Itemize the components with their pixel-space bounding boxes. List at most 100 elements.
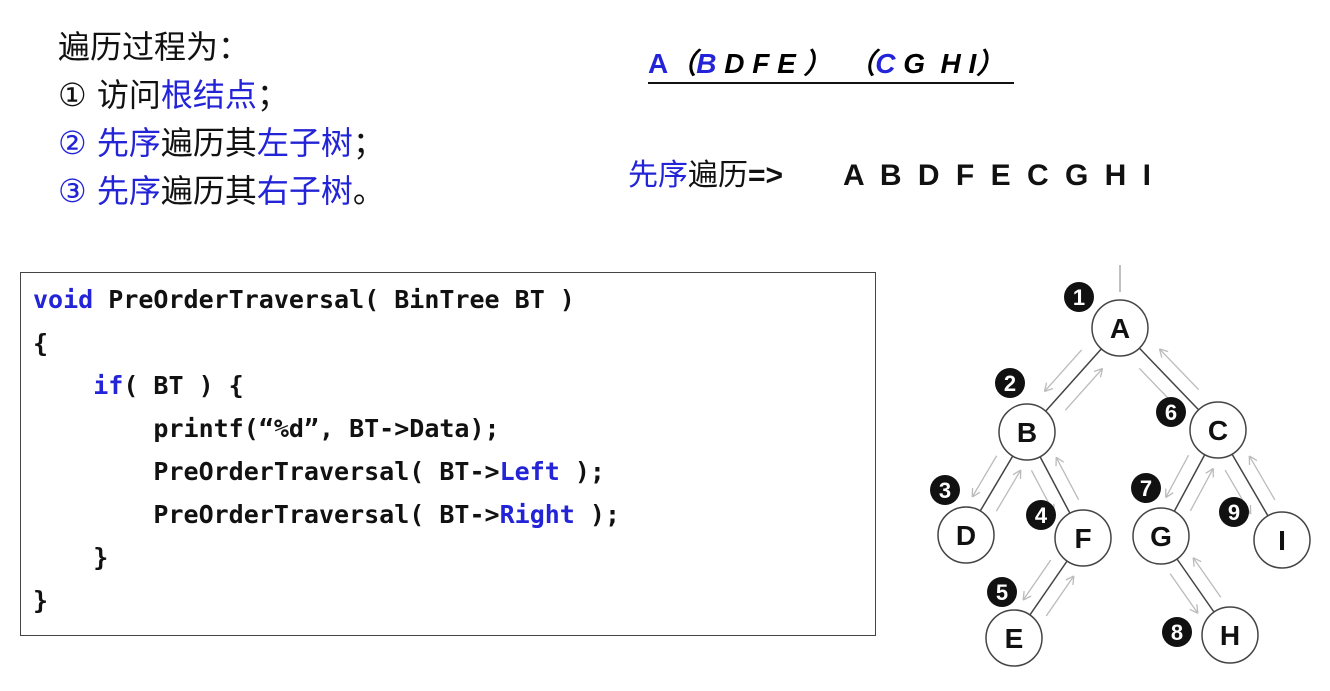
step-number: ③ bbox=[58, 172, 87, 210]
code-keyword: Left bbox=[499, 457, 560, 486]
step-2: ② 先序遍历其左子树； bbox=[58, 118, 385, 164]
visit-order-number: 6 bbox=[1165, 400, 1177, 425]
seq-root: A bbox=[648, 48, 669, 79]
node-label: C bbox=[1208, 415, 1228, 446]
step-1: ① 访问根结点； bbox=[58, 70, 289, 116]
visit-order-number: 4 bbox=[1035, 503, 1048, 528]
arrow-head bbox=[1012, 469, 1022, 476]
seq-paren: ） bbox=[803, 48, 832, 79]
node-label: D bbox=[956, 520, 976, 551]
code-text: ); bbox=[559, 457, 605, 486]
arrow-head bbox=[1093, 367, 1103, 373]
code-text: PreOrderTraversal( BT-> bbox=[33, 500, 500, 529]
arrow-head bbox=[1192, 557, 1202, 563]
traversal-arrow bbox=[1043, 349, 1083, 392]
step-text: 访问 bbox=[86, 76, 161, 114]
visit-order-badge bbox=[1156, 397, 1186, 427]
visit-order-number: 8 bbox=[1171, 620, 1183, 645]
code-line: { bbox=[33, 329, 48, 358]
visit-order-badge bbox=[1064, 282, 1094, 312]
arrow-head bbox=[1196, 604, 1199, 614]
visit-order-badge bbox=[1131, 473, 1161, 503]
visit-order-number: 3 bbox=[939, 478, 951, 503]
arrow-head bbox=[1022, 595, 1032, 601]
tree-node bbox=[1132, 507, 1190, 565]
code-line: if( BT ) { bbox=[33, 371, 244, 400]
seq-paren: （ bbox=[831, 48, 876, 79]
traversal-arrow bbox=[995, 469, 1022, 512]
seq-left-rest: D F E bbox=[716, 48, 804, 79]
arrow-head bbox=[1072, 575, 1075, 585]
arrow-head bbox=[1022, 591, 1025, 601]
node-label: A bbox=[1110, 313, 1130, 344]
tree-node bbox=[1189, 401, 1247, 459]
traversal-arrow bbox=[1248, 455, 1276, 501]
arrow-head bbox=[1159, 348, 1169, 353]
code-text: { bbox=[33, 329, 49, 358]
code-line: PreOrderTraversal( BT->Left ); bbox=[33, 457, 605, 486]
preorder-result: 先序遍历=>A B D F E C G H I bbox=[628, 150, 1155, 194]
visit-order-badge bbox=[995, 368, 1025, 398]
preorder-label: 先序 bbox=[628, 158, 688, 193]
step-text: 遍历其 bbox=[160, 124, 257, 162]
traversal-arrow bbox=[1159, 348, 1200, 391]
visit-order-number: 1 bbox=[1073, 285, 1085, 310]
code-text: PreOrderTraversal( BinTree BT ) bbox=[93, 285, 575, 314]
node-label: G bbox=[1150, 521, 1172, 552]
seq-paren: （ bbox=[668, 48, 697, 79]
preorder-label-2: 遍历 bbox=[688, 158, 748, 193]
node-label: H bbox=[1220, 620, 1240, 651]
visit-order-badge bbox=[1219, 497, 1249, 527]
code-line: printf(“%d”, BT->Data); bbox=[33, 414, 500, 443]
arrow-head bbox=[1189, 608, 1199, 614]
seq-right-root: C bbox=[875, 48, 896, 79]
code-block: void PreOrderTraversal( BinTree BT ) { if… bbox=[20, 272, 876, 636]
code-text: } bbox=[33, 586, 49, 615]
step-highlight: 根结点 bbox=[160, 76, 257, 114]
tree-node bbox=[937, 506, 995, 564]
traversal-arrow bbox=[1169, 573, 1199, 614]
node-label: E bbox=[1005, 623, 1024, 654]
traversal-sequence: A（B D F E ） （C G H I） bbox=[648, 42, 1015, 84]
tree-node bbox=[1054, 509, 1112, 567]
traversal-arrow bbox=[1189, 468, 1214, 512]
code-text: printf(“%d”, BT->Data); bbox=[33, 414, 500, 443]
step-text: 遍历其 bbox=[160, 172, 257, 210]
step-number: ② bbox=[58, 124, 87, 162]
tree-node bbox=[1201, 606, 1259, 664]
step-highlight: 左子树 bbox=[256, 124, 353, 162]
arrow-head bbox=[1043, 382, 1048, 392]
traversal-arrow bbox=[1045, 575, 1075, 617]
seq-right-rest: G H I bbox=[895, 48, 977, 79]
step-highlight: 先序 bbox=[86, 124, 161, 162]
arrow-head bbox=[971, 491, 981, 498]
arrow-head bbox=[1192, 557, 1195, 567]
visit-order-number: 7 bbox=[1140, 476, 1152, 501]
step-highlight: 先序 bbox=[86, 172, 161, 210]
code-line: } bbox=[33, 586, 48, 615]
tree-node bbox=[1253, 511, 1311, 569]
visit-order-number: 5 bbox=[996, 580, 1008, 605]
traversal-arrow bbox=[1165, 454, 1190, 498]
visit-order-badge bbox=[987, 577, 1017, 607]
traversal-arrow bbox=[1022, 559, 1052, 601]
code-keyword: Right bbox=[499, 500, 575, 529]
code-keyword: if bbox=[93, 371, 124, 400]
arrow-head bbox=[1055, 456, 1065, 463]
tree-node bbox=[998, 403, 1056, 461]
visit-order-number: 2 bbox=[1004, 371, 1016, 396]
code-text: PreOrderTraversal( BT-> bbox=[33, 457, 500, 486]
traversal-arrow bbox=[1064, 368, 1104, 411]
traversal-arrow bbox=[1055, 456, 1080, 500]
traversal-title: 遍历过程为： bbox=[58, 28, 251, 66]
arrow-head bbox=[1158, 348, 1163, 358]
arrow-head bbox=[1099, 368, 1104, 378]
arrow-head bbox=[1065, 575, 1075, 581]
code-text: } bbox=[33, 543, 109, 572]
step-3: ③ 先序遍历其右子树。 bbox=[58, 166, 385, 212]
tree-node bbox=[1091, 299, 1149, 357]
node-label: I bbox=[1278, 525, 1286, 556]
code-keyword: void bbox=[33, 285, 94, 314]
code-text: ( BT ) { bbox=[123, 371, 244, 400]
